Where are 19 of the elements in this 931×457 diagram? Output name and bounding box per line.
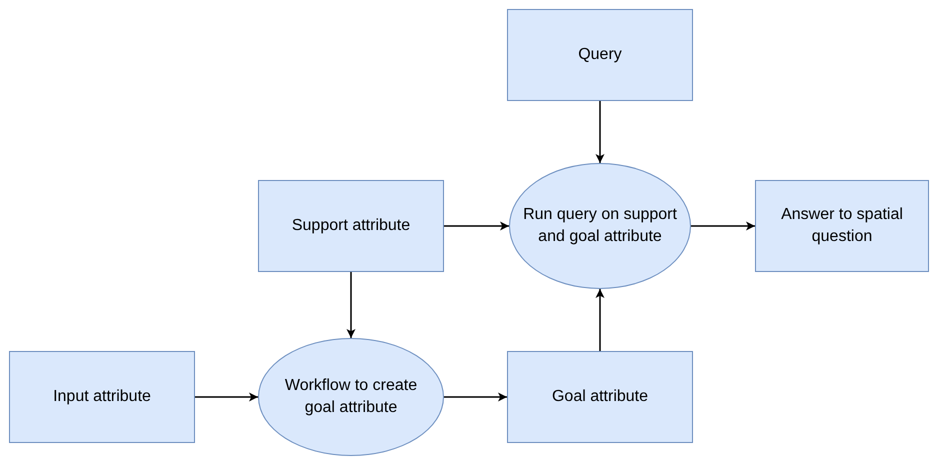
arrow	[195, 392, 258, 402]
node-label: Run query on support and goal attribute	[522, 205, 678, 247]
node-label: Workflow to create goal attribute	[284, 376, 418, 418]
process-box	[507, 9, 693, 101]
node-label: Input attribute	[53, 387, 151, 407]
arrow	[596, 289, 604, 351]
arrow	[444, 222, 509, 230]
node-label: Support attribute	[292, 216, 410, 236]
process-box	[507, 351, 693, 443]
arrow	[596, 101, 604, 163]
process-box	[755, 180, 929, 272]
node-label: Answer to spatial question	[780, 205, 904, 247]
process-box	[9, 351, 195, 443]
process-box	[258, 180, 444, 272]
node-label: Goal attribute	[552, 387, 648, 407]
arrow	[346, 272, 356, 338]
arrow	[691, 222, 755, 230]
node-label: Query	[578, 45, 622, 65]
arrow	[444, 392, 507, 402]
